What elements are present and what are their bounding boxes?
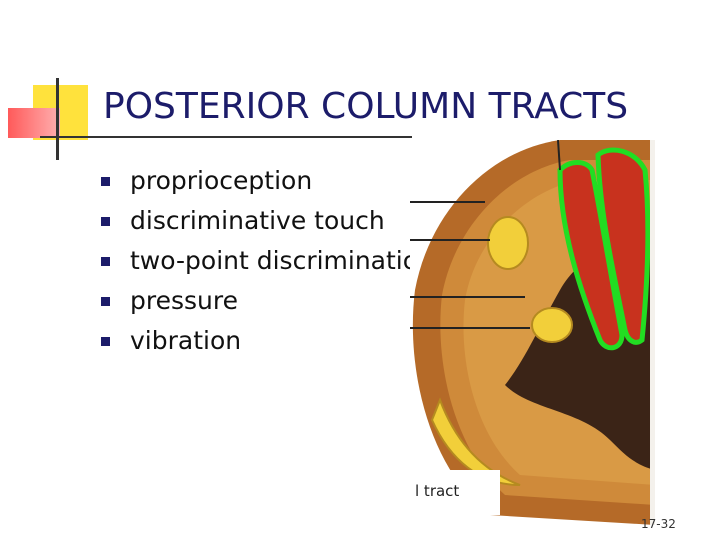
page-number: 17-32 xyxy=(641,517,676,531)
bullet-text: pressure xyxy=(130,286,238,315)
square-bullet-icon xyxy=(101,177,110,186)
highlight-outline xyxy=(557,160,625,351)
highlight-outline xyxy=(595,147,651,345)
slide-title: POSTERIOR COLUMN TRACTS xyxy=(103,86,629,127)
bullet-text: vibration xyxy=(130,326,242,355)
fasciculus-cuneatus xyxy=(598,150,648,343)
square-bullet-icon xyxy=(101,337,110,346)
bullet-text: two-point discrimination xyxy=(130,246,434,275)
title-decoration-red-bar xyxy=(8,108,60,138)
square-bullet-icon xyxy=(101,217,110,226)
title-underline xyxy=(40,136,412,138)
bullet-text: proprioception xyxy=(130,166,313,195)
square-bullet-icon xyxy=(101,297,110,306)
title-decoration-vertical-line xyxy=(56,78,59,160)
figure-label: l tract xyxy=(415,482,459,500)
bullet-text: discriminative touch xyxy=(130,206,385,235)
spinal-cord-cross-section-image: l tract xyxy=(410,140,655,525)
fasciculus-gracilis xyxy=(560,162,622,348)
square-bullet-icon xyxy=(101,257,110,266)
